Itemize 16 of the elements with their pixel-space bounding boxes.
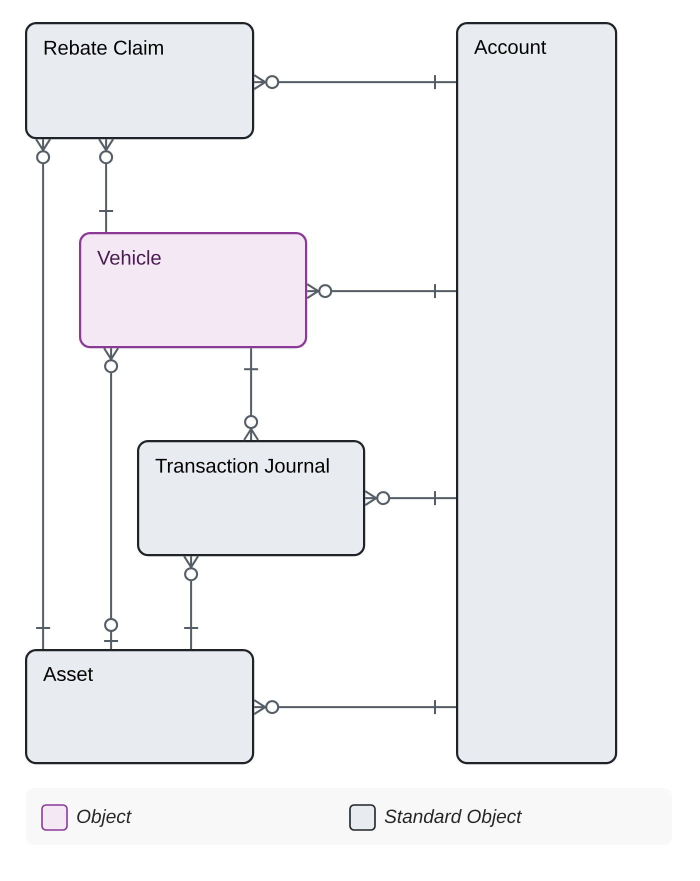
relationship-line [364, 490, 456, 506]
relationship-line [98, 138, 114, 232]
legend-label: Standard Object [384, 809, 522, 827]
legend-label: Object [77, 809, 132, 827]
relationship-line [103, 348, 119, 649]
relationship-line [243, 348, 259, 441]
relationship-line [183, 556, 199, 649]
entity-box: Rebate Claim [25, 22, 254, 140]
entity-box: Account [456, 22, 618, 764]
relationship-line [306, 283, 456, 299]
entity-box: Transaction Journal [137, 440, 366, 556]
entity-box: Asset [25, 649, 254, 764]
relationship-line [254, 699, 456, 715]
relationship-line [35, 138, 51, 649]
relationship-line [254, 74, 456, 90]
entity-box: Vehicle [79, 232, 308, 348]
